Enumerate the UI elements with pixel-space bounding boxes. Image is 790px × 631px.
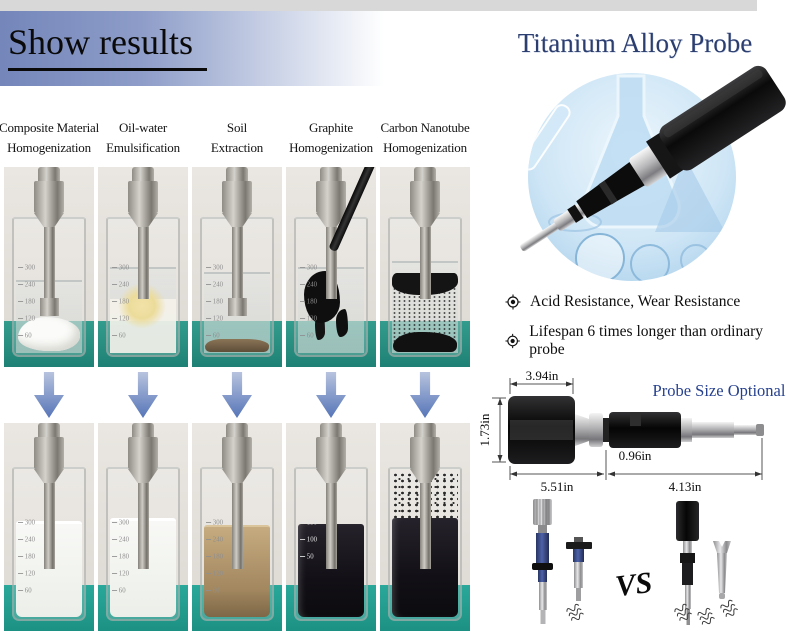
sonicator-probe	[410, 423, 440, 569]
column-label: Carbon Nanotube Homogenization	[373, 112, 477, 167]
label-line1: Oil-water	[118, 120, 167, 135]
dimension-lines	[492, 378, 763, 480]
column-label: Soil Extraction	[185, 112, 289, 167]
sonicator-probe	[410, 167, 440, 299]
label-line1: Soil	[226, 120, 248, 135]
feature-text: Lifespan 6 times longer than ordinary pr…	[529, 323, 764, 358]
label-line1: Carbon Nanotube	[380, 120, 470, 135]
sonicator-probe	[34, 167, 64, 316]
titanium-probe-title: Titanium Alloy Probe	[517, 28, 753, 58]
probe-size-diagram: 3.94in 1.73in 0.96in 5.51in 4.13in	[480, 368, 764, 494]
dim-top-label: 3.94in	[526, 368, 559, 383]
dim-mid-label: 0.96in	[619, 448, 652, 463]
titanium-probe-diagonal	[520, 65, 786, 252]
dim-bottom-left-label: 5.51in	[541, 479, 574, 494]
probe-drawing	[508, 396, 764, 464]
label-line1: Graphite	[309, 120, 353, 135]
arrow-wrap	[34, 367, 64, 423]
sonicator-probe	[222, 423, 252, 569]
label-line2: Homogenization	[7, 140, 91, 156]
down-arrow-icon	[222, 372, 252, 418]
dimension-labels: 3.94in 1.73in 0.96in 5.51in 4.13in	[480, 368, 702, 494]
down-arrow-icon	[34, 372, 64, 418]
feature-bullet-1: Acid Resistance, Wear Resistance	[505, 293, 740, 311]
sonicator-probe	[316, 423, 346, 569]
feature-text: Acid Resistance, Wear Resistance	[530, 293, 741, 310]
arrow-wrap	[128, 367, 158, 423]
titanium-probe-set	[532, 499, 592, 624]
label-line2: Homogenization	[383, 140, 467, 156]
after-photo-carbon-nanotube	[380, 423, 470, 631]
arrow-wrap	[410, 367, 440, 423]
ordinary-probe-set	[673, 501, 740, 627]
arrow-wrap	[222, 367, 252, 423]
dimension-arrowheads	[497, 381, 762, 477]
column-label: Composite Material Homogenization	[0, 112, 101, 167]
soil-sediment	[205, 339, 269, 352]
titanium-probe-photo	[520, 65, 786, 281]
feature-bullet-2: Lifespan 6 times longer than ordinary pr…	[505, 323, 790, 359]
target-bullet-icon	[505, 333, 520, 349]
probe-comparison: VS	[532, 499, 740, 627]
vs-label: VS	[614, 566, 654, 603]
sonicator-probe	[128, 423, 158, 569]
sonicator-probe	[316, 167, 346, 299]
target-bullet-icon	[505, 294, 521, 310]
page-title: Show results	[8, 21, 208, 71]
label-line1: Composite Material	[0, 120, 100, 135]
probe-size-optional-label: Probe Size Optional	[652, 381, 786, 400]
label-line2: Homogenization	[289, 140, 373, 156]
column-label: Oil-water Emulsification	[91, 112, 195, 167]
show-results-banner: Show results	[0, 11, 468, 86]
arrow-wrap	[316, 367, 346, 423]
top-strip	[0, 0, 757, 11]
dim-bottom-right-label: 4.13in	[669, 479, 702, 494]
before-photo-carbon-nanotube	[380, 167, 470, 367]
down-arrow-icon	[410, 372, 440, 418]
dim-left-label: 1.73in	[480, 413, 492, 446]
sonicator-probe	[34, 423, 64, 569]
label-line2: Emulsification	[106, 140, 180, 156]
sonicator-probe	[128, 167, 158, 299]
nanotube-layer-bottom	[393, 332, 457, 352]
down-arrow-icon	[128, 372, 158, 418]
sonicator-probe	[222, 167, 252, 316]
column-label: Graphite Homogenization	[279, 112, 383, 167]
column-carbon-nanotube: Carbon Nanotube Homogenization	[380, 112, 470, 631]
down-arrow-icon	[316, 372, 346, 418]
label-line2: Extraction	[210, 140, 264, 156]
